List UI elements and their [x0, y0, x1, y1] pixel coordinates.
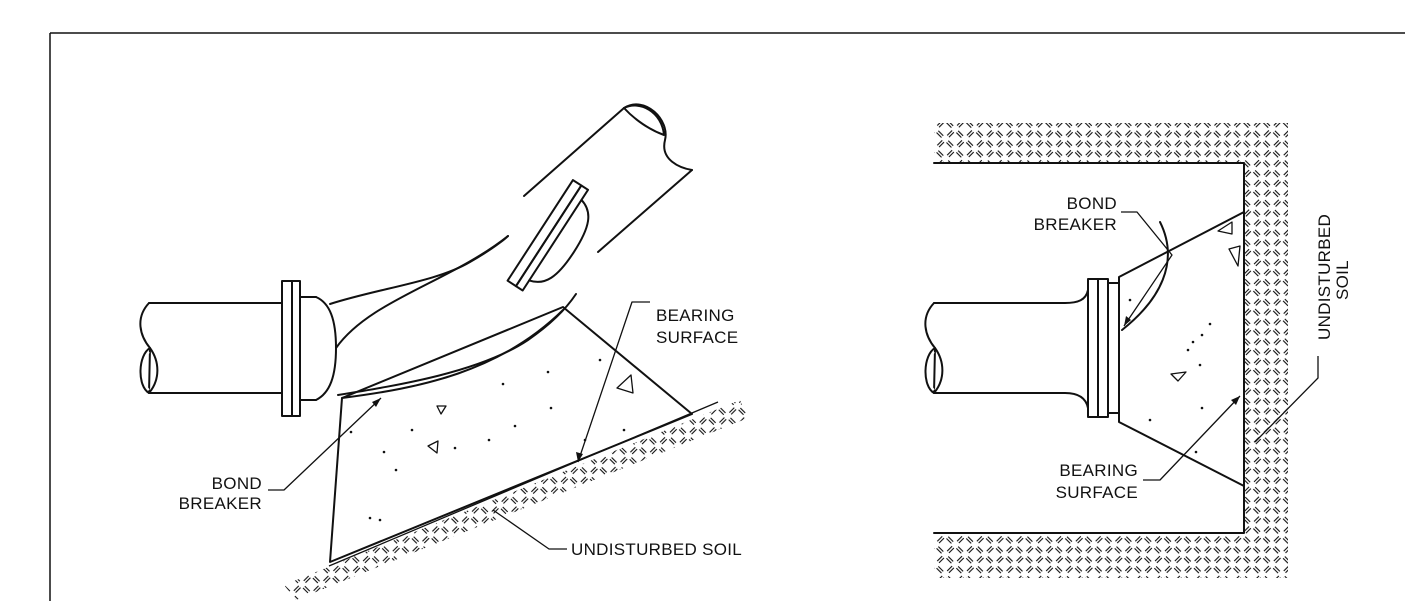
right-bond-label-1: BOND	[1067, 194, 1117, 213]
right-bearing-label-1: BEARING	[1059, 461, 1138, 480]
left-angled-pipe	[523, 103, 693, 253]
right-soil-bottom	[934, 533, 1288, 578]
right-undisturbed-label-2: SOIL	[1333, 260, 1352, 300]
left-flange-upper	[506, 179, 590, 292]
left-bond-breaker-line	[341, 309, 564, 399]
right-concrete-block	[1118, 211, 1245, 487]
right-aggregate	[1128, 221, 1241, 454]
right-bond-label-2: BREAKER	[1034, 215, 1117, 234]
left-concrete-block	[329, 306, 693, 563]
right-leaders	[1121, 211, 1319, 481]
left-elbow	[329, 235, 577, 396]
right-soil-top	[934, 123, 1288, 163]
right-bearing-label-2: SURFACE	[1056, 483, 1138, 502]
right-detail: BOND BREAKER BEARING SURFACE UNDISTURBED…	[924, 123, 1352, 578]
left-soil-hatch	[284, 400, 748, 600]
left-label-bearing-surface: BEARING SURFACE	[656, 306, 738, 347]
right-bond-breaker-line	[1121, 221, 1169, 331]
left-horizontal-pipe	[139, 302, 283, 394]
right-undisturbed-label-1: UNDISTURBED	[1315, 214, 1334, 340]
left-undisturbed-soil-label: UNDISTURBED SOIL	[571, 540, 742, 559]
sheet-border	[49, 32, 1405, 601]
left-bond-label-2: BREAKER	[179, 494, 262, 513]
left-leaders	[268, 301, 650, 550]
left-bond-label-1: BOND	[212, 474, 262, 493]
left-bearing-label-1: BEARING	[656, 306, 735, 325]
left-flange	[281, 280, 337, 417]
left-aggregate	[349, 358, 634, 522]
left-bearing-label-2: SURFACE	[656, 328, 738, 347]
right-label-bearing-surface: BEARING SURFACE	[1056, 461, 1138, 502]
left-detail: BOND BREAKER BEARING SURFACE UNDISTURBED…	[139, 103, 748, 600]
right-flange	[1087, 278, 1120, 418]
left-label-bond-breaker: BOND BREAKER	[179, 474, 262, 513]
right-pipe	[924, 289, 1089, 409]
right-label-bond-breaker: BOND BREAKER	[1034, 194, 1117, 234]
right-soil-side	[1244, 163, 1288, 533]
right-label-undisturbed-soil: UNDISTURBED SOIL	[1315, 214, 1352, 340]
